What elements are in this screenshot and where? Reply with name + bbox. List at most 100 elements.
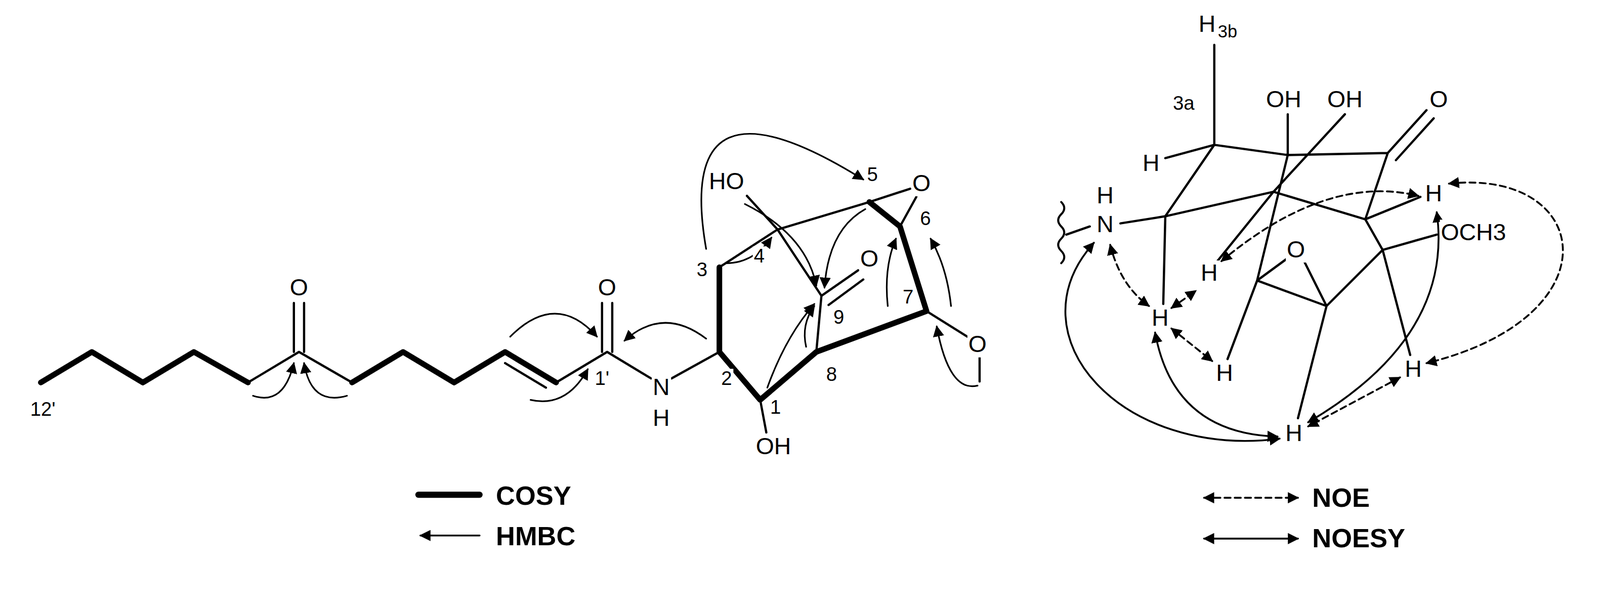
label-text: 7: [901, 287, 915, 309]
locant-number: 3: [695, 259, 709, 281]
label-text: O: [1285, 237, 1307, 264]
noesy-sample: [1204, 537, 1299, 540]
label-text: 6: [918, 208, 932, 231]
locant-number: 6: [918, 208, 932, 231]
hmbc-arrow: [886, 238, 896, 307]
atom-label: H: [1424, 181, 1444, 207]
locant-number: 12': [29, 399, 57, 421]
label-text: N: [1095, 211, 1115, 238]
hmbc-arrow: [530, 369, 588, 402]
label-text: O: [859, 246, 880, 273]
noesy-arrow: [1065, 242, 1280, 442]
label-text: N: [651, 374, 671, 401]
locant-number: 4: [752, 246, 766, 268]
noe-arrow: [1171, 328, 1213, 362]
atom-label: O: [1428, 87, 1449, 113]
atom-label: N: [651, 374, 671, 401]
label-text: 1: [769, 397, 782, 419]
cosy-bonds: [40, 201, 927, 400]
hmbc-arrows: [253, 133, 978, 402]
label-text: O: [1428, 87, 1449, 113]
legend-text: HMBC: [494, 522, 577, 552]
hmbc-arrow: [510, 313, 597, 337]
atom-label: H: [1284, 420, 1304, 447]
noe-arrow: [1426, 182, 1563, 364]
label-text: H: [1199, 260, 1219, 287]
locant-number: 7: [901, 287, 915, 309]
label-text: 5: [865, 164, 879, 187]
atom-label: HO: [707, 168, 746, 195]
atom-label: H: [1141, 150, 1161, 177]
hmbc-arrow: [767, 304, 815, 388]
locant-number: 9: [832, 307, 846, 329]
label-text: H: [1141, 150, 1161, 177]
atom-label: H: [1150, 305, 1170, 332]
atom-label: H: [651, 405, 671, 432]
noesy-arrow: [1155, 332, 1278, 437]
atom-label: H: [1095, 183, 1115, 209]
label-text: O: [911, 171, 932, 197]
bond-lines: [1066, 45, 1437, 419]
label-text: 4: [752, 246, 766, 268]
cosy-sample: [418, 491, 480, 498]
locant-number: 8: [825, 364, 838, 387]
atom-label: O: [1285, 237, 1307, 264]
atom-label: OH: [1326, 87, 1364, 113]
hmbc-arrow: [304, 363, 348, 398]
label-text: 2: [720, 368, 733, 391]
noe-arrow: [1171, 290, 1196, 309]
atom-label: O: [597, 274, 618, 301]
locant-number: 2: [720, 368, 733, 391]
wavy-bond: [1058, 201, 1065, 264]
bond-lines: [247, 188, 980, 433]
atom-label: H: [1214, 360, 1235, 387]
label-text: O: [967, 331, 988, 358]
legend-entry: NOESY: [1311, 524, 1407, 554]
noe-arrow: [1221, 191, 1419, 262]
locant-number: 3b: [1216, 23, 1239, 43]
noe-arrow: [1110, 244, 1150, 307]
label-text: H: [651, 405, 671, 432]
atom-label: H: [1403, 356, 1423, 383]
label-text: O: [288, 274, 310, 301]
atom-label: OH: [754, 434, 793, 460]
atom-label: OH: [1265, 87, 1303, 113]
hmbc-arrow: [804, 306, 815, 348]
label-text: 8: [825, 364, 838, 387]
label-text: HO: [707, 168, 746, 195]
label-text: H: [1214, 360, 1235, 387]
atom-label: O: [859, 246, 880, 273]
locant-number: 1': [593, 368, 611, 391]
locant-number: 1: [769, 397, 782, 419]
label-text: OH: [1326, 87, 1364, 113]
label-text: 3b: [1216, 23, 1239, 43]
atom-label: H: [1199, 260, 1219, 287]
atom-label: O: [288, 274, 310, 301]
legend-entry: NOE: [1311, 483, 1371, 513]
locant-number: 3a: [1171, 93, 1196, 115]
hmbc-arrow: [701, 133, 864, 249]
legend-entry: HMBC: [494, 522, 577, 552]
label-text: H: [1424, 181, 1444, 207]
label-text: 12': [29, 399, 57, 421]
locant-number: 5: [865, 164, 879, 187]
legend-text: NOE: [1311, 483, 1371, 513]
hmbc-arrow: [253, 363, 294, 398]
atom-label: N: [1095, 211, 1115, 238]
label-text: O: [597, 274, 618, 301]
noe-sample: [1204, 496, 1299, 499]
label-text: 3a: [1171, 93, 1196, 115]
label-text: 9: [832, 307, 846, 329]
label-text: OH: [754, 434, 793, 460]
hmbc-arrow: [624, 322, 706, 341]
label-text: H: [1284, 420, 1304, 447]
label-text: OCH3: [1439, 219, 1507, 246]
label-text: 1': [593, 368, 611, 391]
hmbc-arrow: [930, 238, 951, 307]
atom-label: OCH3: [1439, 219, 1507, 246]
label-text: OH: [1265, 87, 1303, 113]
legend-text: NOESY: [1311, 524, 1407, 554]
noe-arrow: [1308, 377, 1400, 427]
label-text: H: [1403, 356, 1423, 383]
